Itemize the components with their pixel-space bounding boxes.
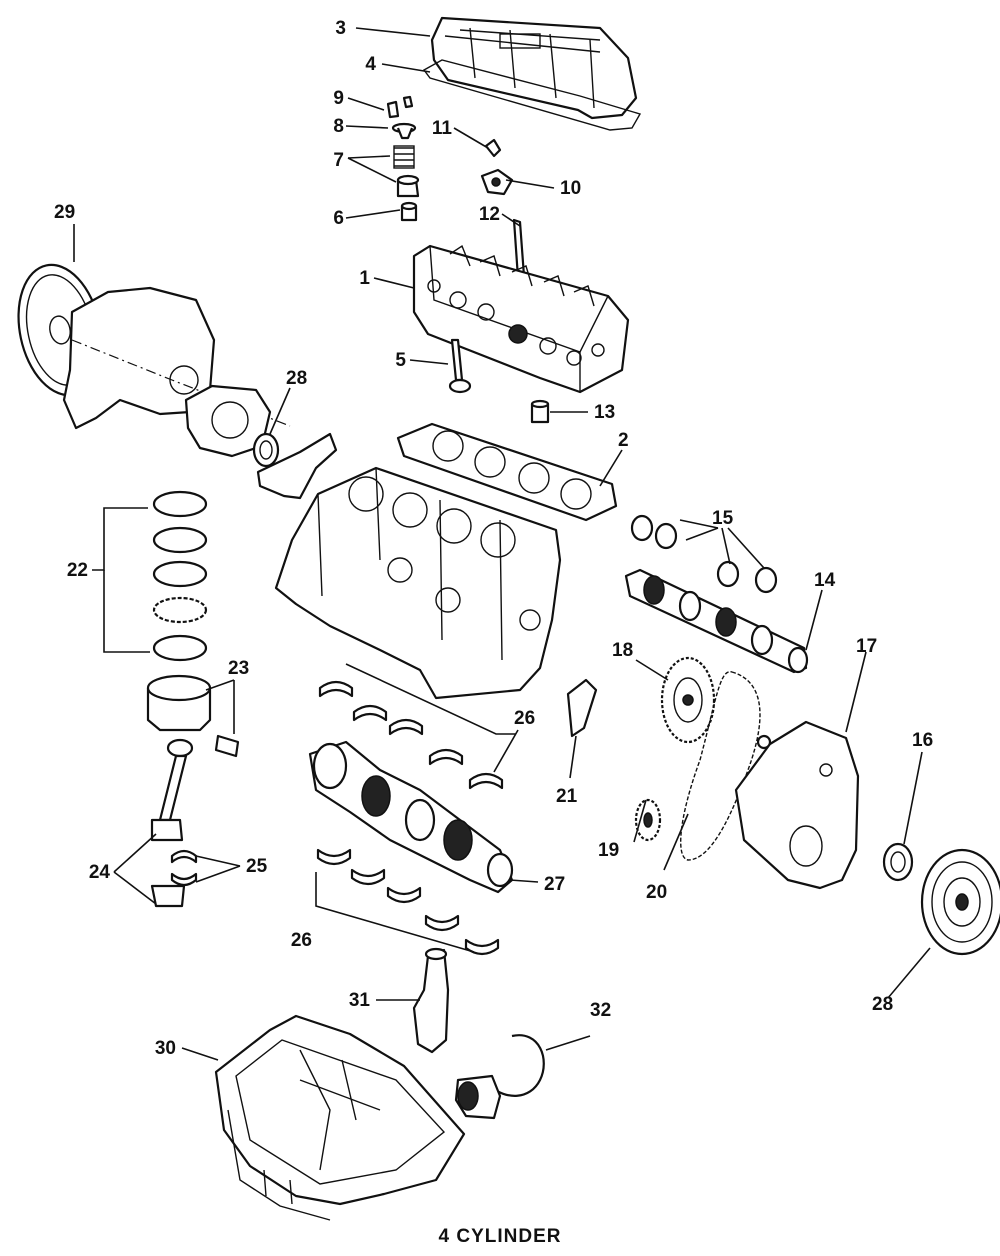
crankshaft bbox=[308, 740, 514, 894]
callout-28: 28 bbox=[286, 368, 307, 389]
rocker-pivot bbox=[484, 138, 502, 158]
callout-3: 3 bbox=[335, 18, 346, 39]
callout-9: 9 bbox=[333, 88, 344, 109]
callout-26a: 26 bbox=[514, 708, 535, 729]
callout-23: 23 bbox=[228, 658, 249, 679]
callout-24: 24 bbox=[89, 862, 111, 883]
main-bearings-upper bbox=[318, 680, 504, 790]
spring-retainer bbox=[391, 122, 417, 140]
front-seal bbox=[882, 842, 914, 882]
callout-5: 5 bbox=[395, 350, 406, 371]
callout-2: 2 bbox=[618, 430, 629, 451]
cylinder-head bbox=[412, 244, 630, 394]
callout-19: 19 bbox=[598, 840, 619, 861]
valve-seal bbox=[400, 201, 418, 222]
main-bearings-lower bbox=[316, 848, 500, 956]
callout-14: 14 bbox=[814, 570, 836, 591]
leader-lines bbox=[73, 27, 931, 1061]
rear-gasket bbox=[256, 432, 338, 500]
valve-cover bbox=[430, 16, 638, 120]
callout-10: 10 bbox=[560, 178, 581, 199]
callout-12: 12 bbox=[479, 204, 500, 225]
piston-and-pin bbox=[146, 674, 240, 758]
valve-cover-gasket bbox=[422, 59, 642, 131]
callout-31: 30 bbox=[155, 1038, 176, 1059]
harmonic-balancer bbox=[920, 848, 1000, 956]
timing-chain bbox=[680, 671, 761, 861]
callout-25: 25 bbox=[246, 856, 268, 877]
callout-15: 15 bbox=[712, 508, 734, 529]
lifter bbox=[530, 399, 550, 424]
callout-1: 1 bbox=[359, 268, 370, 289]
callout-4: 4 bbox=[365, 54, 376, 75]
callout-7: 7 bbox=[333, 150, 344, 171]
oil-pickup-tube bbox=[454, 1034, 545, 1120]
cam-sprocket bbox=[660, 656, 716, 744]
engine-backing-plate bbox=[62, 286, 216, 430]
chain-tensioner bbox=[566, 678, 598, 738]
oil-pump bbox=[412, 947, 450, 1054]
valve-spring bbox=[393, 145, 420, 198]
camshaft bbox=[624, 568, 809, 674]
callout-26b: 26 bbox=[291, 930, 312, 951]
callout-27: 27 bbox=[544, 874, 565, 895]
diagram-caption: 4 CYLINDER bbox=[438, 1226, 562, 1247]
callout-13: 13 bbox=[594, 402, 615, 423]
callout-11: 11 bbox=[432, 118, 453, 139]
callout-32: 31 bbox=[349, 990, 371, 1011]
callout-labels: 3 4 9 8 7 6 11 10 12 1 5 13 29 28 2 15 1… bbox=[54, 18, 933, 1059]
callout-30: 29 bbox=[54, 202, 75, 223]
callout-33: 32 bbox=[590, 1000, 611, 1021]
callout-20: 20 bbox=[646, 882, 667, 903]
piston-rings bbox=[152, 490, 208, 662]
rocker-arm bbox=[480, 168, 514, 196]
oil-pan bbox=[214, 1014, 466, 1221]
rear-main-seal bbox=[252, 432, 280, 468]
alignment-line bbox=[71, 339, 291, 427]
connecting-rod bbox=[150, 738, 194, 908]
callout-29: 28 bbox=[872, 994, 893, 1015]
engine-block bbox=[274, 466, 562, 700]
callout-16: 16 bbox=[912, 730, 933, 751]
callout-18: 18 bbox=[612, 640, 633, 661]
callout-22: 22 bbox=[67, 560, 88, 581]
callout-21: 21 bbox=[556, 786, 578, 807]
crank-sprocket bbox=[634, 798, 662, 842]
valve bbox=[448, 338, 472, 394]
rod-bearings bbox=[170, 849, 198, 887]
callout-17: 17 bbox=[856, 636, 877, 657]
callout-8: 8 bbox=[333, 116, 344, 137]
chain-bolt bbox=[756, 734, 772, 750]
callout-6: 6 bbox=[333, 208, 344, 229]
cam-bearings bbox=[630, 514, 778, 594]
head-gasket bbox=[396, 422, 618, 522]
timing-cover bbox=[734, 720, 860, 890]
valve-keeper bbox=[386, 95, 414, 119]
